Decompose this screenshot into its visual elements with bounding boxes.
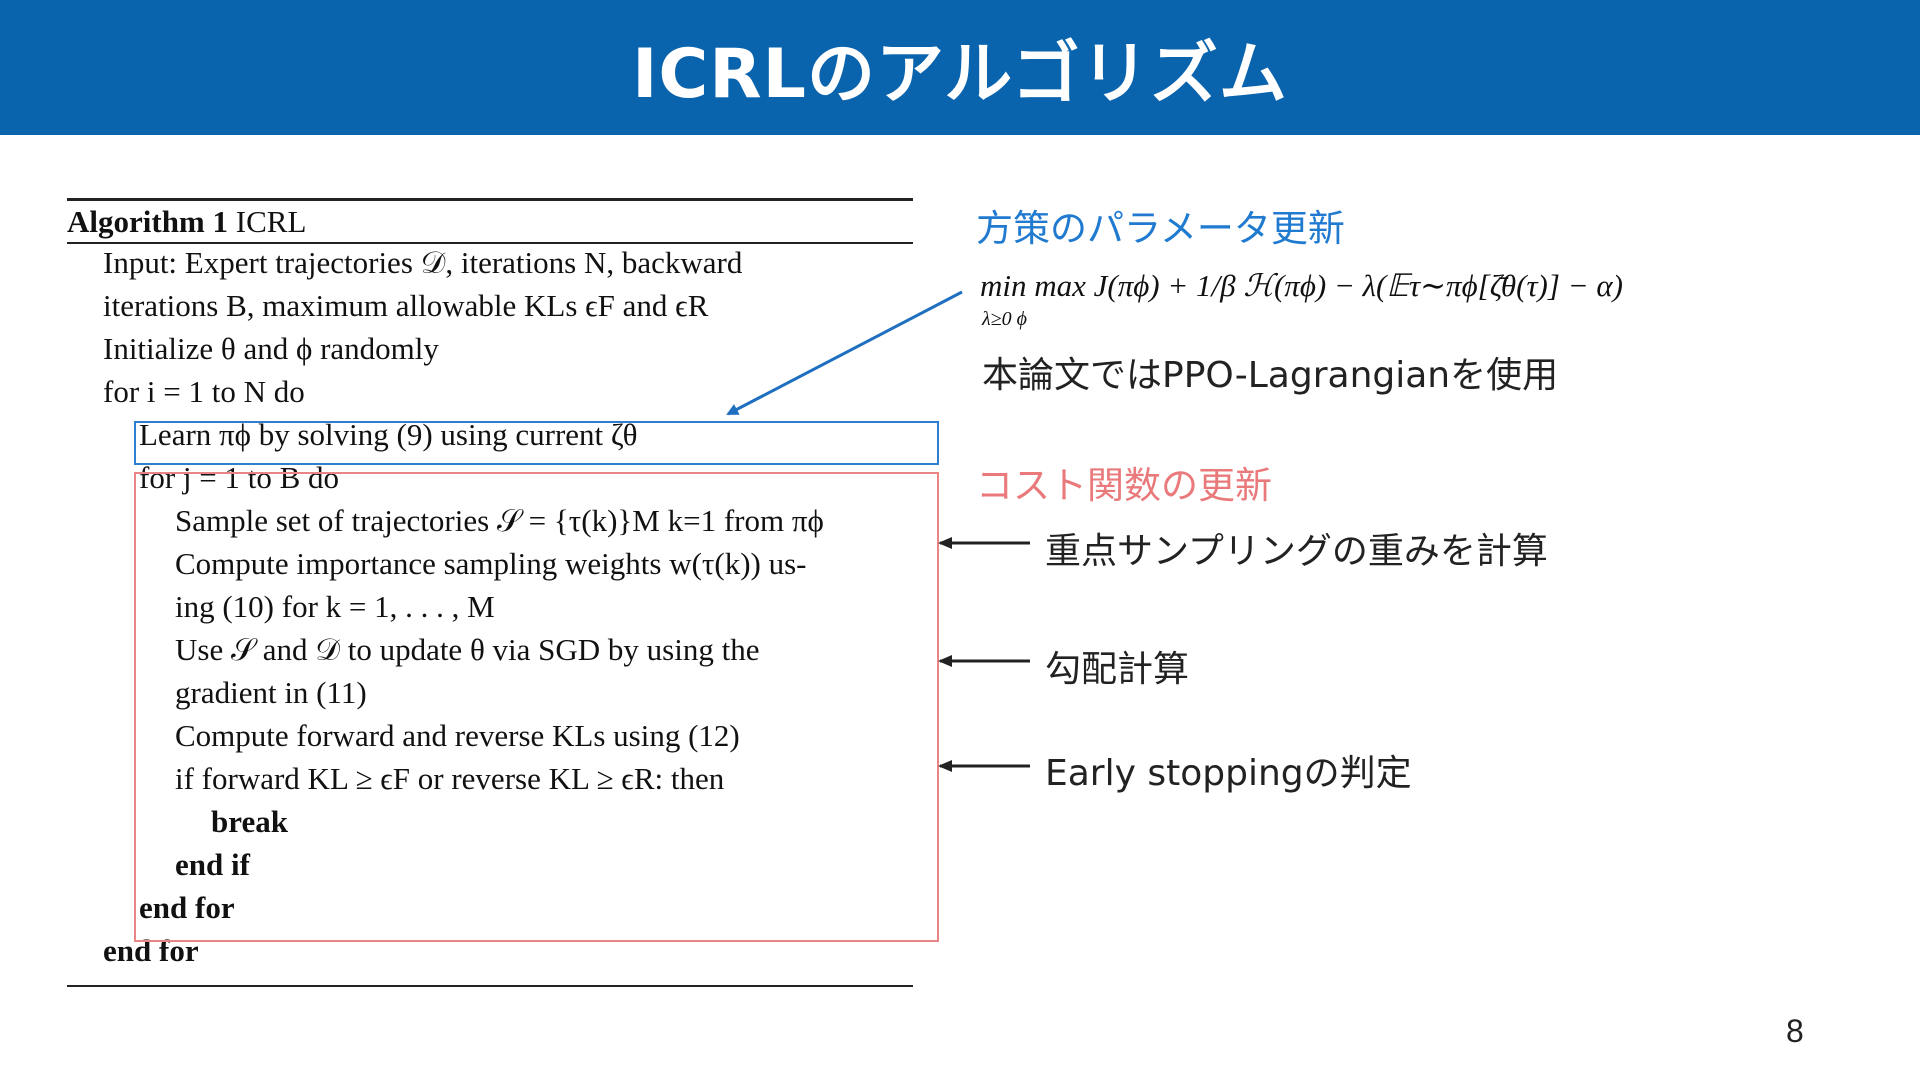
formula-main: min max J(πϕ) + 1/β ℋ(πϕ) − λ(𝔼τ∼πϕ[ζ̄θ(…: [980, 268, 1623, 303]
alg-line-end-for-j: end for: [139, 890, 235, 925]
policy-arrow: [726, 290, 963, 416]
alg-line-weights: Compute importance sampling weights w(τ(…: [175, 546, 807, 581]
algorithm-mid-rule: [67, 242, 913, 244]
algorithm-bottom-rule: [67, 985, 913, 987]
alg-line-end-if: end if: [175, 847, 250, 882]
alg-line-init: Initialize θ and ϕ randomly: [103, 331, 439, 366]
alg-line-for-i: for i = 1 to N do: [103, 374, 305, 409]
early-stopping-note: Early stoppingの判定: [1045, 753, 1412, 794]
alg-line-kl: Compute forward and reverse KLs using (1…: [175, 718, 740, 753]
gradient-note: 勾配計算: [1045, 649, 1190, 690]
ppo-note: 本論文ではPPO-Lagrangianを使用: [982, 355, 1559, 396]
formula-subscripts: λ≥0 ϕ: [982, 308, 1027, 330]
policy-update-highlight: [134, 421, 939, 465]
slide-title: ICRLのアルゴリズム: [632, 35, 1288, 114]
policy-objective-formula: min max J(πϕ) + 1/β ℋ(πϕ) − λ(𝔼τ∼πϕ[ζ̄θ(…: [980, 268, 1623, 330]
page-number: 8: [1786, 1013, 1804, 1049]
importance-weight-note: 重点サンプリングの重みを計算: [1045, 531, 1548, 572]
alg-line-for-j: for j = 1 to B do: [139, 460, 340, 495]
cost-update-heading: コスト関数の更新: [976, 464, 1272, 507]
algorithm-block: Algorithm 1 ICRL Input: Expert trajector…: [67, 198, 913, 987]
algorithm-name: ICRL: [235, 204, 307, 239]
alg-line-end-for-i: end for: [103, 933, 199, 968]
alg-line-input-cont: iterations B, maximum allowable KLs ϵF a…: [103, 288, 709, 323]
cost-update-highlight: [134, 472, 939, 942]
alg-line-weights-cont: ing (10) for k = 1, . . . , M: [175, 589, 495, 624]
slide-header: ICRLのアルゴリズム: [0, 0, 1920, 135]
alg-line-input: Input: Expert trajectories 𝒟, iterations…: [103, 245, 743, 280]
algorithm-top-rule: [67, 198, 913, 201]
alg-line-gradient: gradient in (11): [175, 675, 367, 710]
alg-line-update: Use 𝒮 and 𝒟 to update θ via SGD by using…: [175, 632, 760, 667]
algorithm-label: Algorithm 1: [67, 204, 229, 239]
alg-line-if: if forward KL ≥ ϵF or reverse KL ≥ ϵR: t…: [175, 761, 725, 796]
alg-line-sample: Sample set of trajectories 𝒮 = {τ(k)}M k…: [175, 503, 824, 538]
policy-update-heading: 方策のパラメータ更新: [976, 207, 1345, 250]
alg-line-break: break: [211, 804, 288, 839]
algorithm-title: Algorithm 1 ICRL: [67, 201, 913, 242]
